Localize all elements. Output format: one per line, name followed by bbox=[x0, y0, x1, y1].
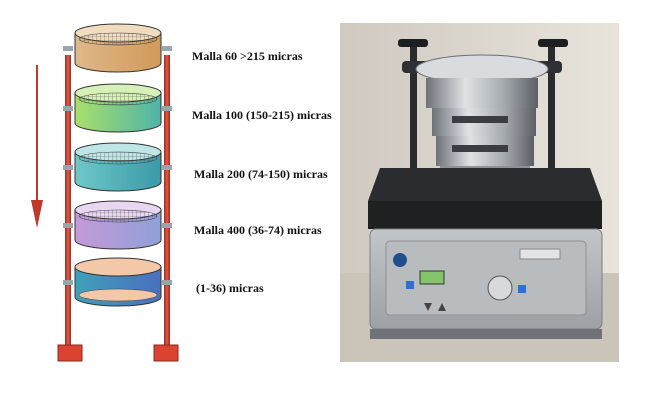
rod-clamp bbox=[63, 223, 73, 228]
flow-arrow bbox=[31, 65, 43, 228]
frame bbox=[57, 55, 179, 362]
rod-clamp bbox=[63, 280, 73, 285]
rod-clamp bbox=[162, 106, 172, 111]
sieve-mesh bbox=[78, 92, 158, 106]
sieve-mesh bbox=[78, 209, 158, 223]
sieve-label-1: Malla 60 >215 micras bbox=[192, 49, 303, 63]
sieve-shaker-photo bbox=[340, 23, 619, 362]
sieve-2 bbox=[63, 83, 172, 133]
sieve-5 bbox=[63, 257, 172, 307]
rod-clamp bbox=[162, 280, 172, 285]
sieve-4 bbox=[63, 200, 172, 250]
sieve-label-2: Malla 100 (150-215) micras bbox=[192, 108, 332, 122]
rod-clamp bbox=[162, 165, 172, 170]
collection-pan bbox=[78, 288, 158, 302]
sieve-label-5: (1-36) micras bbox=[196, 281, 264, 295]
sieve-label-4: Malla 400 (36-74) micras bbox=[194, 223, 322, 237]
sieve-mesh bbox=[78, 151, 158, 165]
rod-clamp bbox=[162, 46, 172, 51]
rod-clamp bbox=[63, 106, 73, 111]
sieve-label-3: Malla 200 (74-150) micras bbox=[194, 167, 328, 181]
sieve-1 bbox=[63, 23, 172, 73]
sieve-rim bbox=[74, 257, 162, 277]
rod-clamp bbox=[63, 46, 73, 51]
sieve-3 bbox=[63, 142, 172, 192]
rod-clamp bbox=[63, 165, 73, 170]
sieve-mesh bbox=[78, 32, 158, 46]
rod-clamp bbox=[162, 223, 172, 228]
